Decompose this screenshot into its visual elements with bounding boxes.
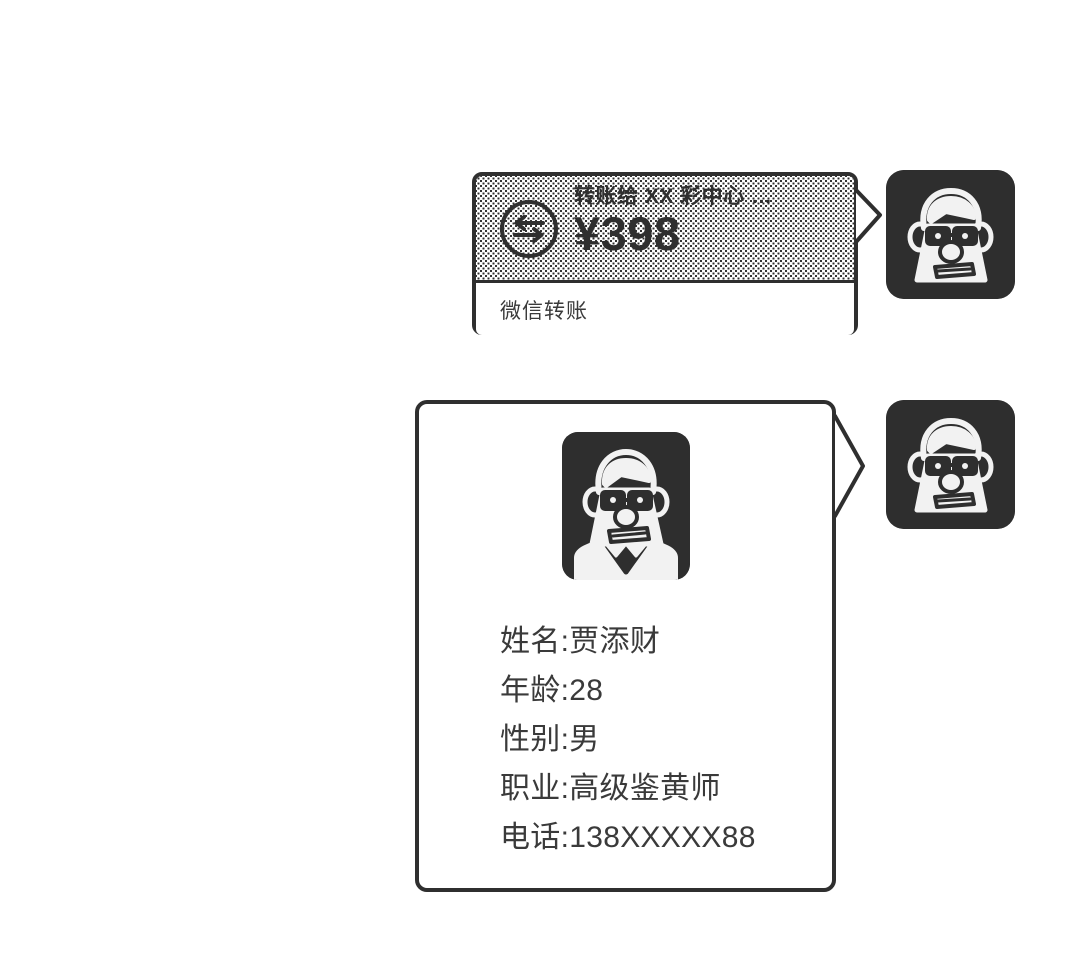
transfer-text-block: 转账给 XX 彩中心 … ¥398 xyxy=(574,184,848,259)
transfer-footer-label: 微信转账 xyxy=(500,300,588,323)
avatar-man-glasses-top[interactable] xyxy=(886,170,1015,299)
avatar-man-glasses-bottom[interactable] xyxy=(886,400,1015,529)
transfer-bubble-tail xyxy=(854,186,884,246)
profile-field-phone: 电话:138XXXXX88 xyxy=(500,821,756,854)
profile-field-name: 姓名:贾添财 xyxy=(500,625,661,658)
profile-card-avatar[interactable] xyxy=(562,432,690,580)
transfer-footer: 微信转账 xyxy=(476,283,854,335)
transfer-exchange-icon xyxy=(498,198,560,260)
transfer-bubble-body: 转账给 XX 彩中心 … ¥398 xyxy=(476,176,854,283)
profile-field-age: 年龄:28 xyxy=(500,674,604,707)
transfer-amount: ¥398 xyxy=(574,207,681,261)
profile-field-gender: 性别:男 xyxy=(500,723,600,756)
transfer-recipient-title: 转账给 XX 彩中心 … xyxy=(574,185,773,208)
profile-field-list: 姓名:贾添财 年龄:28 性别:男 职业:高级鉴黄师 电话:138XXXXX88 xyxy=(500,617,822,862)
wechat-transfer-bubble[interactable]: 转账给 XX 彩中心 … ¥398 微信转账 xyxy=(472,172,858,335)
profile-field-occupation: 职业:高级鉴黄师 xyxy=(500,772,721,805)
profile-card-bubble-tail xyxy=(832,412,868,520)
